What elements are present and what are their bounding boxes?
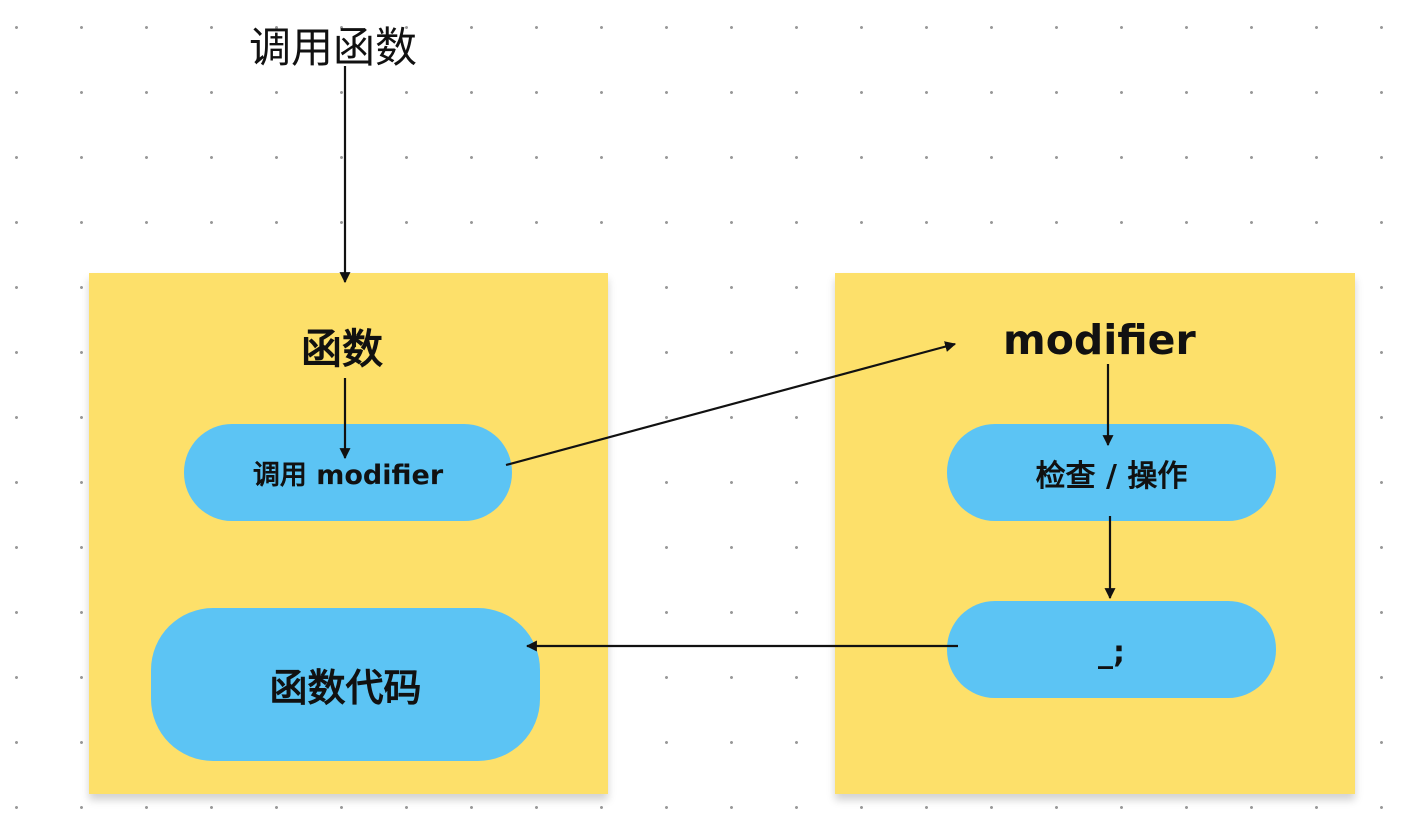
call-modifier-text: 调用 modifier: [252, 460, 444, 491]
check-operate-text: 检查 / 操作: [1035, 458, 1188, 494]
call-function-label: 调用函数: [249, 23, 418, 72]
call-modifier-node: 调用 modifier: [184, 424, 512, 521]
function-title: 函数: [301, 325, 383, 373]
modifier-title: modifier: [1003, 316, 1196, 364]
placeholder-node: _;: [947, 601, 1276, 698]
placeholder-text: _;: [1098, 635, 1125, 670]
arrow-call-modifier-to-modifier: [505, 341, 957, 467]
modifier-note: [835, 273, 1355, 794]
function-code-node: 函数代码: [151, 608, 540, 761]
function-code-text: 函数代码: [269, 666, 422, 710]
